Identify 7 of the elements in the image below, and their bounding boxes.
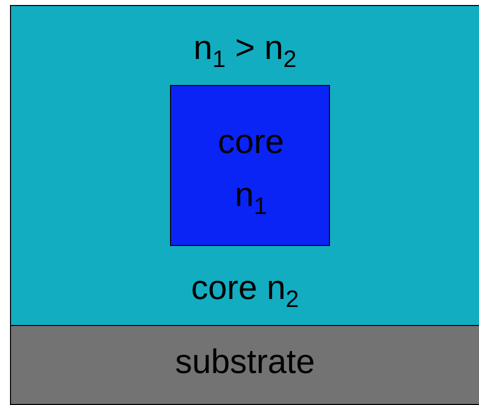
node-label: n$_{1}$ > n$_{2}$ <box>192 28 298 74</box>
node-label: substrate <box>174 342 316 383</box>
substrate-layer <box>10 325 479 405</box>
cladding-region <box>10 5 479 326</box>
core-square <box>170 85 330 246</box>
node-label: core n$_{2}$ <box>190 268 300 314</box>
node-label: core n$_{1}$ <box>216 122 286 222</box>
